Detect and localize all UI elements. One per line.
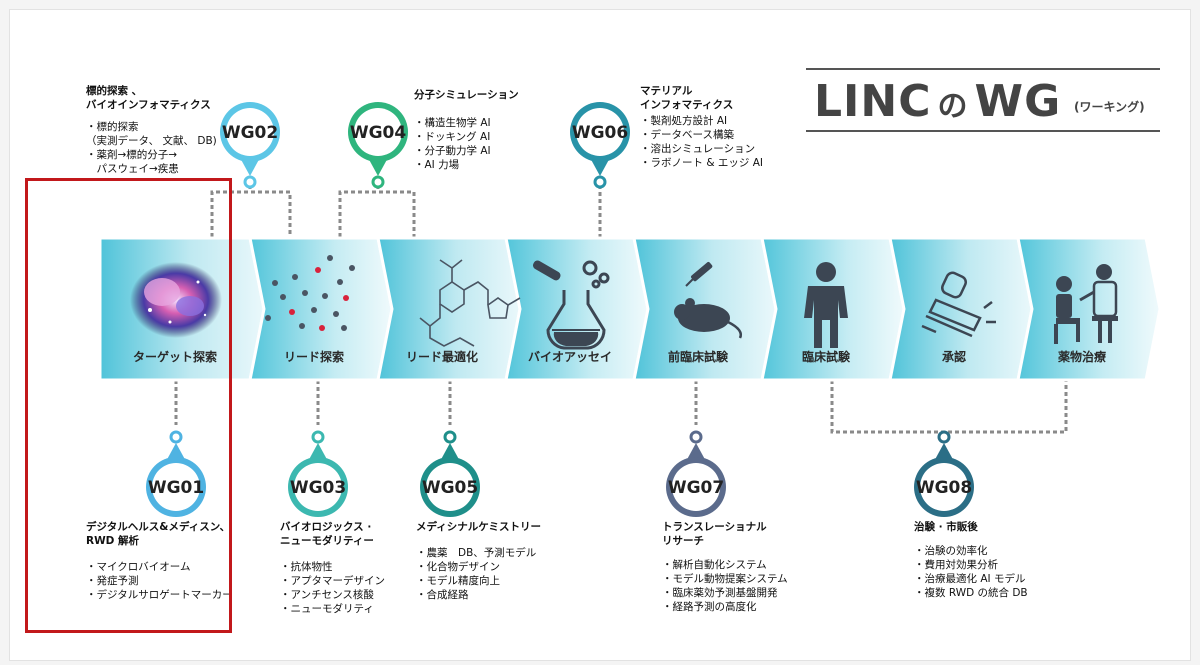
- wg-pin-label: WG06: [572, 123, 628, 143]
- wg03-item: ・ニューモダリティ: [280, 603, 374, 615]
- title-wg: WG: [974, 76, 1062, 127]
- stage-chevron: [1016, 236, 1162, 382]
- wg08-item: ・複数 RWD の統合 DB: [914, 587, 1028, 599]
- title-sub: (ワーキング): [1074, 100, 1145, 114]
- title-no: の: [937, 89, 969, 124]
- wg05-text: メディシナルケミストリー ・農薬 DB、予測モデル ・化合物デザイン ・モデル精…: [416, 520, 576, 602]
- wg-pin-wg01: WG01: [146, 430, 206, 517]
- wg-pin-label: WG05: [422, 478, 478, 498]
- wg03-item: ・アンチセンス核酸: [280, 589, 374, 601]
- doctor-patient-icon: [1054, 264, 1118, 344]
- wg07-item: ・モデル動物提案システム: [662, 573, 788, 585]
- wg06-heading-2: インフォマティクス: [640, 99, 734, 111]
- wg08-item: ・治験の効率化: [914, 545, 988, 557]
- wg-pin-wg02: WG02: [220, 102, 280, 189]
- wg04-item: ・構造生物学 AI: [414, 117, 491, 129]
- stage-label: 薬物治療: [1057, 350, 1106, 364]
- wg05-heading-1: メディシナルケミストリー: [416, 521, 541, 533]
- wg07-item: ・臨床薬効予測基盤開発: [662, 587, 778, 599]
- wg08-item: ・治療最適化 AI モデル: [914, 573, 1026, 585]
- wg08-text: 治験 · 市販後 ・治験の効率化 ・費用対効果分析 ・治療最適化 AI モデル …: [914, 520, 1084, 600]
- wg03-item: ・アプタマーデザイン: [280, 575, 385, 587]
- wg04-text: 分子シミュレーション ・構造生物学 AI ・ドッキング AI ・分子動力学 AI…: [414, 88, 554, 172]
- wg01-item: ・発症予測: [86, 575, 139, 587]
- wg05-item: ・合成経路: [416, 589, 469, 601]
- flask-icon: [532, 260, 610, 350]
- wg05-item: ・モデル精度向上: [416, 575, 500, 587]
- title-bottom-rule: [806, 130, 1160, 132]
- wg06-item: ・製剤処方設計 AI: [640, 115, 728, 127]
- wg07-text: トランスレーショナル リサーチ ・解析自動化システム ・モデル動物提案システム …: [662, 520, 822, 614]
- stage-label: 承認: [941, 350, 966, 364]
- wg-pin-label: WG04: [350, 123, 407, 143]
- wg-pin-label: WG07: [668, 478, 724, 498]
- wg03-text: バイオロジックス · ニューモダリティー ・抗体物性 ・アプタマーデザイン ・ア…: [280, 520, 420, 616]
- wg04-item: ・分子動力学 AI: [414, 145, 491, 157]
- title-linc: LINC: [814, 76, 932, 127]
- selection-highlight: [25, 178, 232, 633]
- nebula-icon: [130, 262, 222, 338]
- wg06-item: ・データベース構築: [640, 129, 734, 141]
- wg01-item: ・マイクロバイオーム: [86, 561, 191, 573]
- mouse-syringe-icon: [674, 262, 742, 339]
- wg04-item: ・ドッキング AI: [414, 131, 491, 143]
- wg-pin-label: WG02: [222, 123, 278, 143]
- wg06-text: マテリアル インフォマティクス ・製剤処方設計 AI ・データベース構築 ・溶出…: [640, 84, 780, 170]
- wg05-item: ・農薬 DB、予測モデル: [416, 547, 537, 559]
- stage-label: 臨床試験: [801, 350, 850, 364]
- wg-pin-wg05: WG05: [420, 430, 480, 517]
- wg07-heading-2: リサーチ: [662, 535, 704, 547]
- title-top-rule: [806, 68, 1160, 70]
- stage-label: バイオアッセイ: [527, 350, 612, 364]
- wg04-item: ・AI 力場: [414, 159, 460, 171]
- wg-pin-label: WG03: [290, 478, 346, 498]
- person-icon: [804, 262, 848, 348]
- wg-pin-label: WG01: [148, 478, 204, 498]
- wg01-heading-2: RWD 解析: [86, 535, 140, 547]
- chemical-structure-icon: [419, 259, 521, 347]
- wg02-item: （実測データ、 文献、 DB): [86, 135, 217, 147]
- wg04-heading-1: 分子シミュレーション: [414, 89, 519, 101]
- stage-icons: [130, 255, 1118, 350]
- wg01-item: ・デジタルサロゲートマーカー: [86, 589, 233, 601]
- wg03-heading-1: バイオロジックス ·: [280, 521, 372, 533]
- wg-pin-wg08: WG08: [914, 430, 974, 517]
- wg02-heading-1: 標的探索 、: [86, 85, 143, 97]
- wg06-heading-1: マテリアル: [640, 85, 693, 97]
- wg02-heading-2: バイオインフォマティクス: [86, 99, 211, 111]
- wg01-text: デジタルヘルス&メディスン、 RWD 解析 ・マイクロバイオーム ・発症予測 ・…: [86, 520, 246, 602]
- wg07-item: ・経路予測の高度化: [662, 601, 757, 613]
- wg01-heading-1: デジタルヘルス&メディスン、: [86, 521, 231, 533]
- wg-pin-wg06: WG06: [570, 102, 630, 189]
- wg06-item: ・ラボノート & エッジ AI: [640, 157, 763, 169]
- wg07-item: ・解析自動化システム: [662, 559, 767, 571]
- wg02-item: ・薬剤→標的分子→: [86, 149, 178, 161]
- wg02-item: ・標的探索: [86, 121, 139, 133]
- stage-label: リード探索: [283, 350, 344, 364]
- wg-pin-label: WG08: [916, 478, 972, 498]
- wg03-heading-2: ニューモダリティー: [280, 535, 374, 547]
- stage-label: リード最適化: [405, 350, 478, 364]
- stage-label: ターゲット探索: [132, 350, 217, 364]
- wg02-item: パスウェイ→疾患: [86, 163, 179, 175]
- wg07-heading-1: トランスレーショナル: [662, 521, 767, 533]
- wg03-item: ・抗体物性: [280, 561, 333, 573]
- wg02-text: 標的探索 、 バイオインフォマティクス ・標的探索 （実測データ、 文献、 DB…: [86, 84, 236, 176]
- stage-label: 前臨床試験: [667, 350, 728, 364]
- molecule-dots-icon: [265, 255, 355, 331]
- wg08-item: ・費用対効果分析: [914, 559, 998, 571]
- wg-pin-wg04: WG04: [348, 102, 408, 189]
- wg06-item: ・溶出シミュレーション: [640, 143, 756, 155]
- wg-pin-wg03: WG03: [288, 430, 348, 517]
- wg08-heading-1: 治験 · 市販後: [914, 521, 978, 533]
- wg-pin-wg07: WG07: [666, 430, 726, 517]
- wg05-item: ・化合物デザイン: [416, 561, 500, 573]
- stamp-icon: [921, 271, 996, 338]
